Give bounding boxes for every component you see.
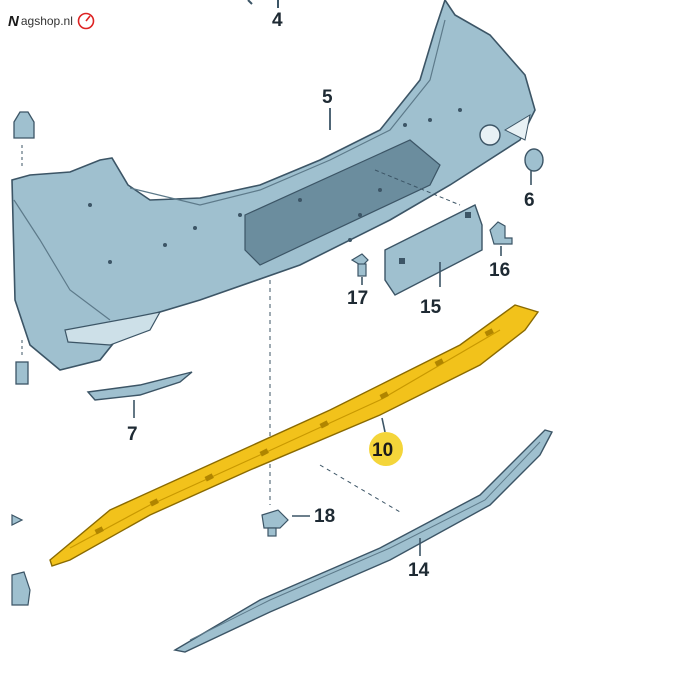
callout-5[interactable]: 5 <box>322 87 333 108</box>
fastener-edge <box>247 0 253 5</box>
bumper-crease <box>129 19 446 206</box>
trim-strip-edge <box>69 329 501 549</box>
plate-bracket <box>384 204 483 296</box>
part-16-bolt[interactable]: 16 <box>489 221 513 281</box>
screw-shank <box>357 263 367 277</box>
plate-recess <box>244 139 441 266</box>
part-17-screw[interactable]: 17 <box>347 253 369 309</box>
push-clip-left[interactable] <box>13 111 35 168</box>
callout-14: 14 <box>408 560 430 581</box>
partial-part-edge <box>11 514 24 526</box>
callout-16: 16 <box>489 260 510 281</box>
push-clip <box>13 111 35 139</box>
bracket-hole <box>465 212 471 218</box>
callout-18: 18 <box>314 506 335 527</box>
part-7-reflector-trim[interactable]: 7 <box>86 371 193 445</box>
clip <box>261 509 289 529</box>
tow-eye-cap <box>524 148 544 172</box>
reflector-opening <box>64 311 162 346</box>
trim-14-alignment-line <box>319 464 401 513</box>
trim-strip-body <box>49 304 540 567</box>
mounting-holes <box>88 108 462 264</box>
callout-4: 4 <box>272 10 283 31</box>
part-4-fastener[interactable]: 4 <box>247 0 283 31</box>
plate-alignment-line <box>374 169 461 206</box>
lower-trim-edge <box>189 441 541 641</box>
callout-10: 10 <box>372 440 393 461</box>
screw <box>15 361 29 385</box>
callout-7: 7 <box>127 424 138 445</box>
trim-strip-clips <box>94 328 494 535</box>
reflector-trim <box>86 371 193 401</box>
speedometer-icon <box>77 12 95 30</box>
logo-letter: N <box>8 12 19 30</box>
tow-eye-opening <box>479 124 501 146</box>
screw-left[interactable] <box>15 340 29 385</box>
lower-trim-body <box>173 429 554 653</box>
part-18-clip[interactable]: 18 <box>261 506 335 537</box>
callout-17: 17 <box>347 288 368 309</box>
bumper-body <box>11 0 536 371</box>
callout-10-badge <box>369 432 403 466</box>
callout-6: 6 <box>524 190 535 211</box>
bracket-hole <box>399 258 405 264</box>
part-5-bumper-cover[interactable] <box>11 0 536 371</box>
bolt <box>489 221 513 245</box>
bumper-edge-cut <box>503 113 531 141</box>
part-14-lower-trim[interactable]: 14 <box>173 429 554 653</box>
leader-line-10 <box>381 417 386 433</box>
callout-15: 15 <box>420 297 442 318</box>
part-15-plate-bracket[interactable]: 15 <box>384 204 483 318</box>
clip-stem <box>267 527 277 537</box>
bumper-side-line <box>13 199 111 321</box>
partial-bracket-edge <box>11 571 31 606</box>
part-10-trim-strip[interactable]: 10 <box>49 304 540 567</box>
part-6-tow-eye-cap[interactable]: 6 <box>524 148 544 211</box>
site-logo[interactable]: N agshop.nl <box>8 10 96 32</box>
site-name: agshop.nl <box>20 14 73 28</box>
